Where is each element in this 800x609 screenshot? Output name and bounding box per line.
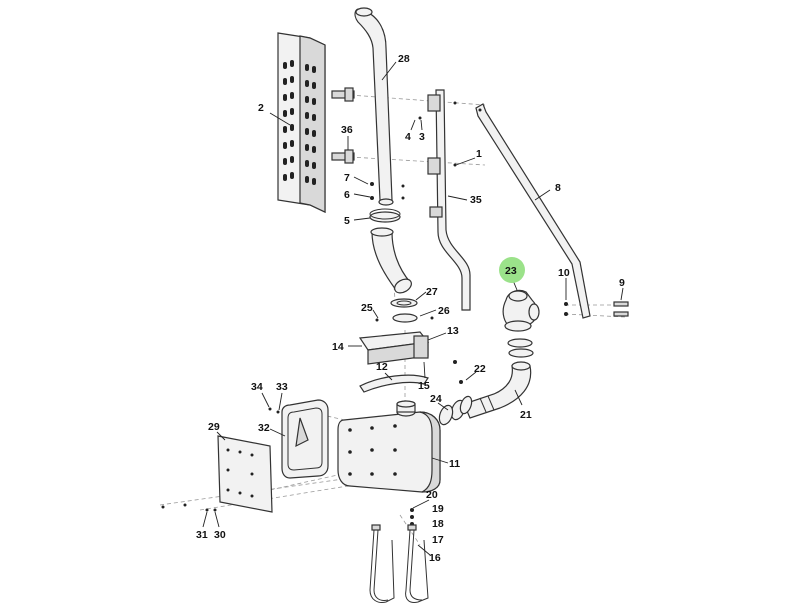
pipe-clamp-part-5[interactable] [369, 208, 401, 223]
label-1: 1 [476, 148, 482, 160]
cable-part-16[interactable] [369, 524, 429, 603]
elbow-pipe-part-23[interactable] [502, 289, 540, 332]
label-16: 16 [429, 552, 441, 564]
label-21: 21 [520, 409, 532, 421]
support-strut-part-8[interactable] [475, 103, 591, 319]
clamp-rings-part-24[interactable] [437, 395, 474, 427]
leader-lines [202, 61, 624, 556]
label-6: 6 [344, 189, 350, 201]
label-11: 11 [449, 458, 460, 470]
label-34: 34 [251, 381, 263, 393]
label-10: 10 [558, 267, 570, 279]
label-25: 25 [361, 302, 373, 314]
label-20: 20 [426, 489, 438, 501]
label-17: 17 [432, 534, 444, 546]
label-9: 9 [619, 277, 625, 289]
muffler-part-11[interactable] [337, 400, 441, 493]
label-4: 4 [405, 131, 411, 143]
label-28: 28 [398, 53, 410, 65]
part-number-labels: 1 2 3 4 5 6 7 8 9 10 11 12 13 14 15 16 1… [196, 53, 625, 564]
label-23: 23 [505, 265, 517, 277]
label-13: 13 [447, 325, 459, 337]
label-7: 7 [344, 172, 350, 184]
label-27: 27 [426, 286, 438, 298]
label-26: 26 [438, 305, 450, 317]
label-24: 24 [430, 393, 442, 405]
pipe-bend[interactable] [370, 227, 414, 296]
bracket-part-36[interactable] [331, 149, 355, 164]
label-30: 30 [214, 529, 226, 541]
strap-part-12[interactable] [359, 374, 429, 393]
label-8: 8 [555, 182, 561, 194]
label-19: 19 [432, 503, 444, 515]
gasket-part-26[interactable] [392, 313, 418, 323]
label-36: 36 [341, 124, 353, 136]
label-32: 32 [258, 422, 270, 434]
highlight-marker-part-23 [499, 257, 525, 283]
heat-shield-part-2[interactable] [277, 32, 326, 213]
flex-pipe-part-21[interactable] [463, 361, 532, 419]
label-12: 12 [376, 361, 388, 373]
label-35: 35 [470, 194, 482, 206]
label-3: 3 [419, 131, 425, 143]
bolts-and-washers [161, 101, 629, 526]
label-31: 31 [196, 529, 208, 541]
label-15: 15 [418, 380, 430, 392]
cover-plate-part-29[interactable] [217, 435, 273, 513]
label-14: 14 [332, 341, 344, 353]
label-33: 33 [276, 381, 288, 393]
label-18: 18 [432, 518, 444, 530]
label-2: 2 [258, 102, 264, 114]
exhaust-stack-pipe-part-28[interactable] [354, 7, 394, 206]
label-29: 29 [208, 421, 220, 433]
bracket-part-36-upper[interactable] [331, 87, 355, 102]
support-bracket-part-35[interactable] [427, 89, 471, 311]
end-cover-part-32[interactable] [281, 399, 329, 479]
gasket-ring-pair[interactable] [507, 338, 534, 358]
label-22: 22 [474, 363, 486, 375]
gasket-part-27[interactable] [390, 298, 418, 308]
mounting-bracket-part-14[interactable] [358, 331, 430, 365]
label-5: 5 [344, 215, 350, 227]
